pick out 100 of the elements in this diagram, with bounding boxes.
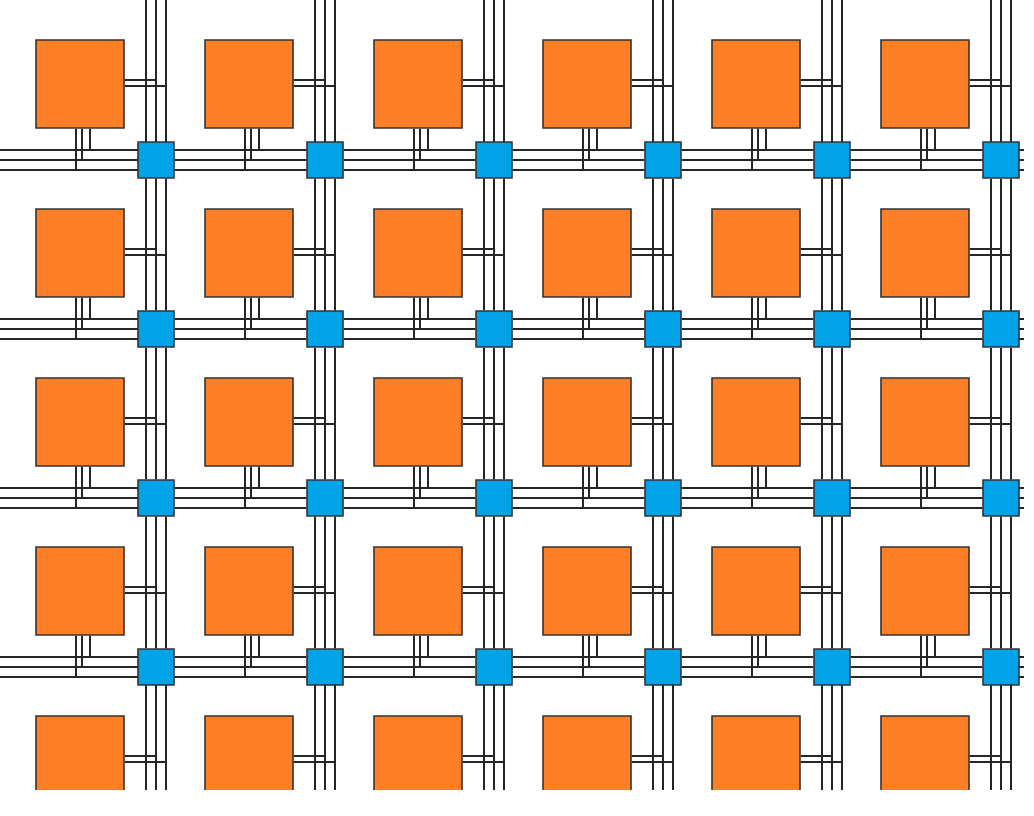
logic-block [373,377,463,467]
logic-block [711,377,801,467]
pin-wire [292,79,336,143]
switch-box [306,479,344,517]
switch-box [813,479,851,517]
pin-wire [630,79,674,143]
logic-block [880,715,970,790]
logic-block [542,208,632,298]
pin-wire [582,127,646,171]
switch-box [137,141,175,179]
logic-block [711,39,801,129]
switch-box [475,141,513,179]
pin-wire [461,684,505,763]
pin-wire [75,634,139,678]
routing-track [990,177,1012,312]
routing-track [483,177,505,312]
pin-wire [244,465,308,509]
pin-wire [461,79,505,143]
logic-block [373,715,463,790]
routing-track [145,346,167,481]
pin-wire [920,127,984,171]
switch-box [475,648,513,686]
pin-wire [799,417,843,481]
pin-wire [123,586,167,650]
routing-track [990,515,1012,650]
routing-track [652,346,674,481]
logic-block [880,377,970,467]
routing-track [990,346,1012,481]
logic-block [204,377,294,467]
switch-box [137,310,175,348]
pin-wire [244,127,308,171]
pin-wire [630,684,674,763]
pin-wire [630,586,674,650]
pin-wire [582,465,646,509]
logic-block [373,208,463,298]
switch-box [644,479,682,517]
pin-wire [799,684,843,763]
logic-block [204,715,294,790]
pin-wire [461,586,505,650]
logic-block [542,715,632,790]
switch-box [813,648,851,686]
logic-block [711,715,801,790]
pin-wire [413,465,477,509]
switch-box [306,141,344,179]
pin-wire [123,684,167,763]
pin-wire [920,296,984,340]
switch-box [137,648,175,686]
pin-wire [292,586,336,650]
routing-track [314,515,336,650]
switch-box [644,648,682,686]
switch-box [813,310,851,348]
logic-block [373,39,463,129]
pin-wire [292,248,336,312]
pin-wire [582,296,646,340]
routing-track [483,346,505,481]
routing-track [483,515,505,650]
pin-wire [751,127,815,171]
pin-wire [968,79,1012,143]
pin-wire [123,248,167,312]
pin-wire [751,296,815,340]
routing-track [145,177,167,312]
pin-wire [292,417,336,481]
pin-wire [413,634,477,678]
logic-block [542,546,632,636]
logic-block [711,208,801,298]
logic-block [204,39,294,129]
pin-wire [799,586,843,650]
pin-wire [244,634,308,678]
routing-track [821,515,843,650]
pin-wire [920,465,984,509]
logic-block [35,377,125,467]
switch-box [982,648,1020,686]
pin-wire [630,417,674,481]
pin-wire [751,634,815,678]
routing-track [821,346,843,481]
pin-wire [582,634,646,678]
logic-block [542,39,632,129]
logic-block [542,377,632,467]
logic-block [880,208,970,298]
switch-box [306,310,344,348]
switch-box [982,479,1020,517]
logic-block [880,39,970,129]
switch-box [137,479,175,517]
switch-box [306,648,344,686]
switch-box [475,310,513,348]
switch-box [644,310,682,348]
switch-box [475,479,513,517]
routing-track [314,177,336,312]
pin-wire [75,465,139,509]
pin-wire [75,296,139,340]
pin-wire [968,417,1012,481]
routing-track [314,346,336,481]
switch-box [982,141,1020,179]
pin-wire [461,248,505,312]
pin-wire [292,684,336,763]
pin-wire [123,79,167,143]
routing-track [821,177,843,312]
pin-wire [799,248,843,312]
switch-box [644,141,682,179]
logic-block [204,208,294,298]
